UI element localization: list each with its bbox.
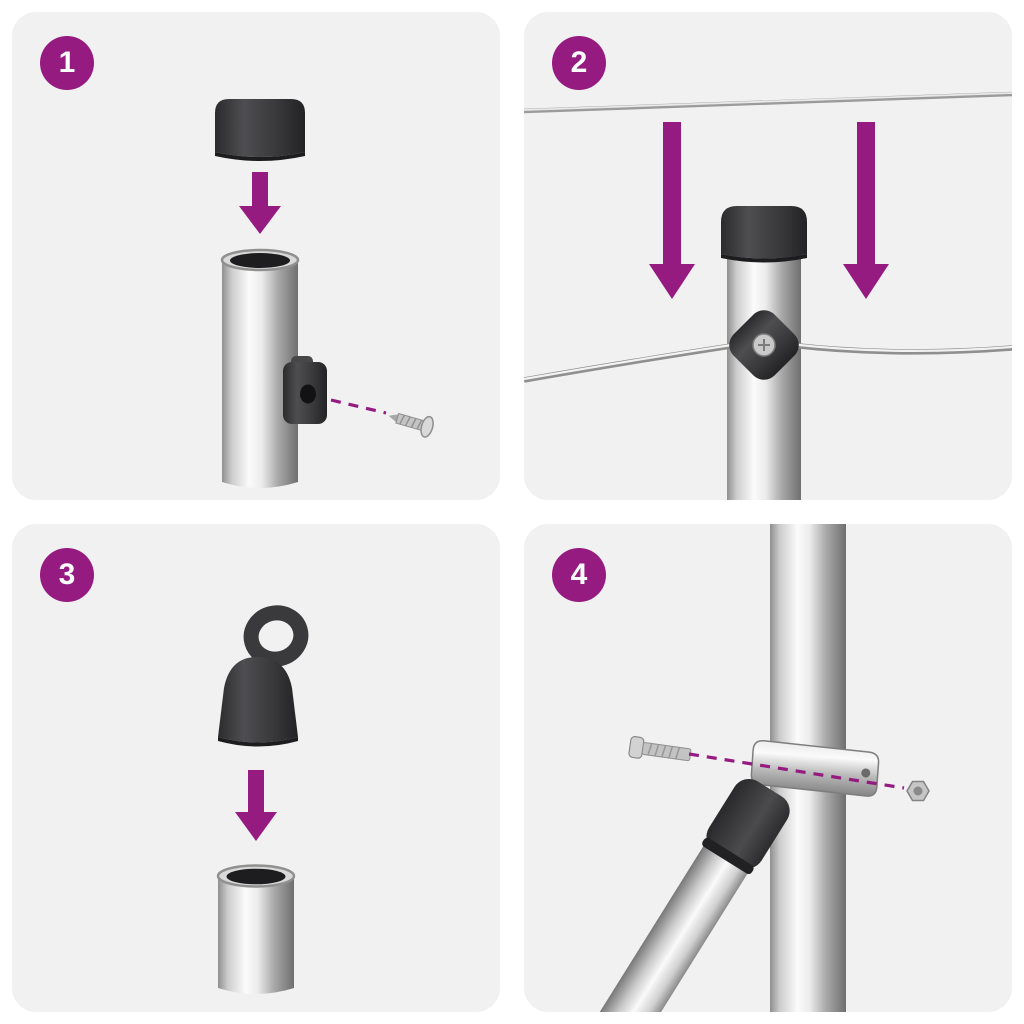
step-badge: 3: [40, 548, 94, 602]
tension-wire: [524, 342, 1012, 383]
post-cap: [721, 206, 807, 263]
arrow-down-icon: [239, 172, 281, 234]
step-number: 4: [570, 558, 588, 591]
step-number: 3: [58, 558, 76, 591]
step-number: 1: [58, 46, 76, 79]
arrow-down-icon: [649, 122, 695, 299]
step-panel-2: 2: [524, 12, 1012, 500]
clamp-bolt-hole: [861, 768, 871, 778]
metal-tube: [220, 248, 300, 488]
step-3-illustration: [216, 605, 309, 994]
step-4-illustration: [559, 524, 930, 1012]
brace-pole: [559, 778, 790, 1012]
step-panel-1: 1: [12, 12, 500, 500]
eyelet-cap: [218, 605, 309, 747]
screw-clamp: [283, 356, 327, 424]
pipe-clamp: [750, 740, 880, 797]
screw-head: [420, 415, 434, 438]
wire-tensioner-clamp: [729, 310, 799, 380]
step-2-illustration: [524, 91, 1012, 500]
tension-wire-top: [524, 91, 1012, 114]
eyelet-ring: [243, 605, 309, 667]
nut-hole: [913, 786, 923, 796]
arrow-down-icon: [843, 122, 889, 299]
step-badge: 1: [40, 36, 94, 90]
step-panel-3: 3: [12, 524, 500, 1012]
post-cap: [215, 99, 305, 161]
screw: [388, 412, 434, 438]
step-badge: 2: [552, 36, 606, 90]
tube-opening: [226, 868, 286, 885]
metal-tube: [216, 864, 296, 994]
tube-opening: [230, 253, 290, 268]
step-badge: 4: [552, 548, 606, 602]
alignment-dashed-line: [688, 752, 905, 790]
step-number: 2: [570, 46, 588, 79]
bolt: [628, 736, 692, 762]
nut: [906, 780, 930, 802]
step-panel-4: 4: [524, 524, 1012, 1012]
clamp-hole: [300, 384, 316, 404]
brace-joint: [702, 778, 790, 875]
step-1-illustration: [215, 99, 434, 488]
alignment-dashed-line: [330, 398, 387, 415]
arrow-down-icon: [235, 770, 277, 841]
